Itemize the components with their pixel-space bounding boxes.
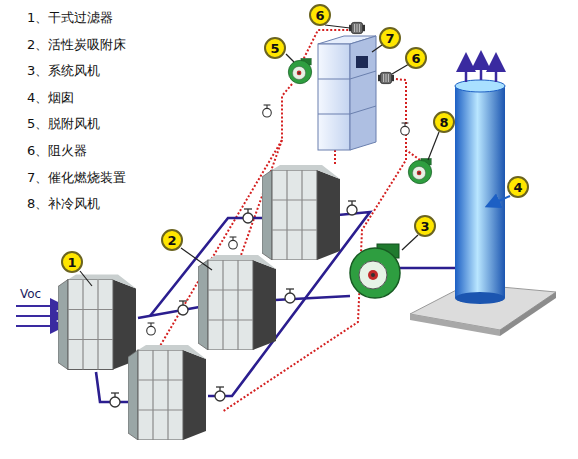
callout-number: 2 bbox=[167, 234, 176, 247]
callout-number: 8 bbox=[439, 116, 448, 129]
legend-list-item: 3、系统风机 bbox=[27, 63, 100, 79]
legend-list-item: 4、烟囱 bbox=[27, 90, 74, 106]
legend-list-item: 8、补冷风机 bbox=[27, 196, 100, 212]
callout-number: 6 bbox=[315, 9, 324, 22]
callout-number: 4 bbox=[513, 181, 522, 194]
legend-list-item: 7、催化燃烧装置 bbox=[27, 170, 126, 186]
callout-number: 7 bbox=[385, 32, 394, 45]
legend-list-item: 1、干式过滤器 bbox=[27, 10, 113, 26]
callout-circle: 1 bbox=[61, 251, 83, 273]
callout-number: 3 bbox=[420, 220, 429, 233]
callout-circle: 6 bbox=[405, 47, 427, 69]
inlet-label: Voc bbox=[20, 287, 41, 301]
legend-list-item: 2、活性炭吸附床 bbox=[27, 37, 126, 53]
callout-number: 1 bbox=[67, 256, 76, 269]
legend-list-item: 6、阻火器 bbox=[27, 143, 87, 159]
callout-circle: 5 bbox=[264, 37, 286, 59]
callout-circle: 4 bbox=[507, 176, 529, 198]
callout-circle: 8 bbox=[433, 111, 455, 133]
legend-list-item: 5、脱附风机 bbox=[27, 116, 100, 132]
callout-number: 6 bbox=[411, 52, 420, 65]
callout-circle: 2 bbox=[161, 229, 183, 251]
callout-circle: 3 bbox=[414, 215, 436, 237]
callout-circle: 6 bbox=[309, 4, 331, 26]
callout-circle: 7 bbox=[379, 27, 401, 49]
callout-number: 5 bbox=[270, 42, 279, 55]
